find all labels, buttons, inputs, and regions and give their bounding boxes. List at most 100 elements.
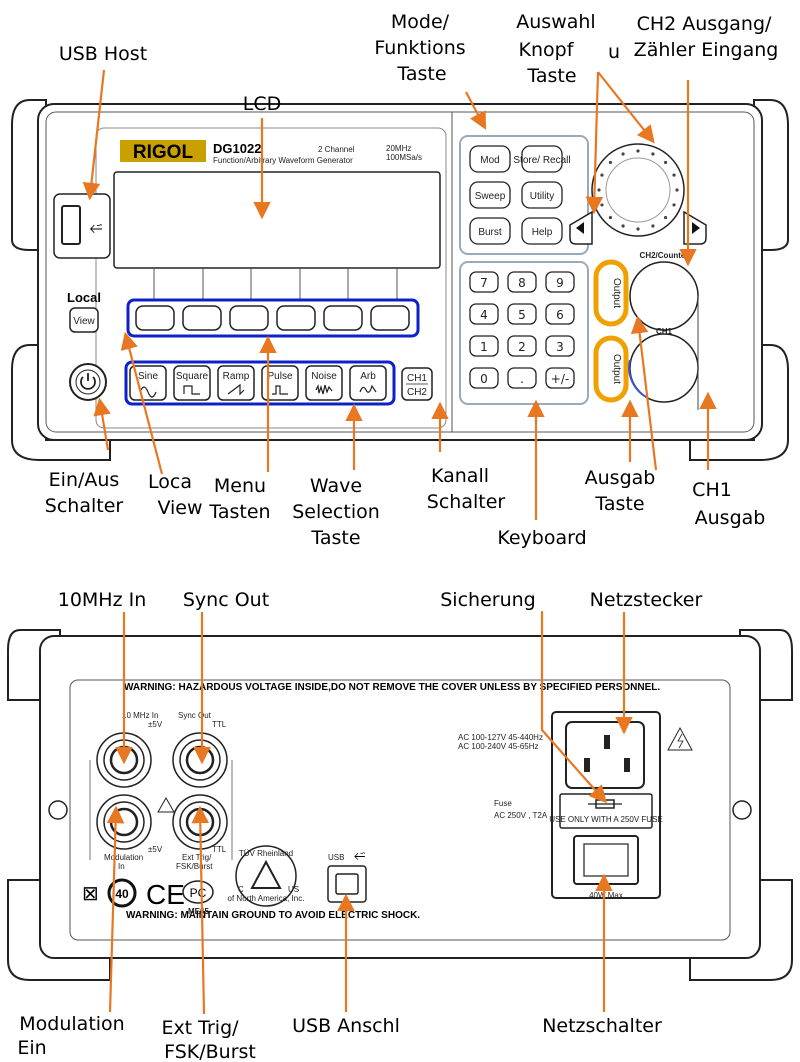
view-button[interactable]	[69, 307, 99, 333]
numpad-key-label: 9	[556, 276, 564, 290]
ac-rating-2: AC 100-240V 45-65Hz	[458, 742, 539, 751]
function-key-help[interactable]	[521, 217, 563, 245]
ch1-label: CH1	[656, 327, 673, 336]
numpad-key[interactable]	[507, 367, 537, 389]
knob-tick	[651, 152, 655, 156]
wave-key-arb[interactable]	[349, 365, 387, 401]
callout-ext-trig-1: Ext Trig/	[161, 1017, 239, 1039]
callout-local-2: View	[157, 497, 202, 519]
channels-label: 2 Channel	[318, 145, 355, 154]
ch2-counter-connector[interactable]	[629, 261, 699, 331]
numpad-key[interactable]	[507, 271, 537, 293]
port-mod-label-2: In	[118, 862, 125, 871]
callout-ch2-2: Zähler Eingang	[634, 39, 779, 61]
callout-10mhz-in: 10MHz In	[58, 589, 147, 611]
numpad-key-label: 3	[556, 340, 564, 354]
numpad-key[interactable]	[545, 303, 575, 325]
wave-keys-highlight	[124, 360, 396, 406]
wave-key-noise[interactable]	[305, 365, 343, 401]
knob-tick	[651, 224, 655, 228]
ch2-output-label: Output	[611, 278, 622, 308]
front-callout-arrows	[82, 69, 717, 520]
wave-key-pulse[interactable]	[261, 365, 299, 401]
callout-local-1: Loca	[148, 471, 192, 493]
power-inlet[interactable]	[565, 721, 645, 789]
function-key-utility[interactable]	[521, 181, 563, 209]
callout-lcd: LCD	[243, 93, 281, 115]
certification-marks: ⊠ 40 CE PC ME65 TÜV Rheinland of North A…	[82, 845, 304, 916]
menu-softkey-4[interactable]	[276, 305, 316, 331]
ch2-output-button[interactable]	[593, 259, 629, 327]
wave-key-ramp[interactable]	[217, 365, 255, 401]
port-mod-label-1: Modulation	[104, 853, 143, 862]
callout-kanal-2: Schalter	[427, 491, 506, 513]
bnc-sync-out-core	[185, 745, 215, 775]
function-key-mod[interactable]	[469, 145, 511, 173]
callout-usb-anschl: USB Anschl	[292, 1015, 400, 1037]
callout-modulation-2: Ein	[17, 1037, 46, 1059]
numpad-key[interactable]	[469, 335, 499, 357]
function-key-storerecall[interactable]	[521, 145, 563, 173]
warning-bottom: WARNING: MAINTAIN GROUND TO AVOID ELECTR…	[126, 910, 420, 921]
knob-tick	[621, 224, 625, 228]
numpad-key[interactable]	[507, 335, 537, 357]
callout-ausgab-2: Taste	[594, 493, 644, 515]
numpad-key[interactable]	[469, 271, 499, 293]
menu-softkey-2[interactable]	[182, 305, 222, 331]
sine-wave-icon	[139, 386, 157, 398]
menu-softkey-3[interactable]	[229, 305, 269, 331]
channel-switch-ch1: CH1	[407, 373, 427, 384]
numpad-key-label: 7	[480, 276, 488, 290]
function-key-burst[interactable]	[469, 217, 511, 245]
wave-key-sine[interactable]	[129, 365, 167, 401]
callout-mode-2: Funktions	[374, 37, 465, 59]
callout-menu-2: Tasten	[208, 501, 270, 523]
function-key-sweep[interactable]	[469, 181, 511, 209]
spec-line-2: 100MSa/s	[386, 153, 422, 162]
weee-bin-icon: ⊠	[82, 883, 99, 905]
callout-auswahl-1: Auswahl	[516, 11, 595, 33]
numpad-key[interactable]	[469, 303, 499, 325]
callout-power-1: Ein/Aus	[49, 469, 120, 491]
callout-netzschalter: Netzschalter	[542, 1015, 662, 1037]
callout-mode-3: Taste	[396, 63, 446, 85]
callout-menu-1: Menu	[214, 475, 266, 497]
numpad-key[interactable]	[507, 303, 537, 325]
wave-key-label: Ramp	[223, 371, 250, 382]
port-10mhz-label: 10 MHz In	[122, 711, 158, 720]
arrow-left-icon	[576, 222, 584, 234]
knob-tick	[636, 149, 640, 153]
ch2-counter-label: CH2/Counter	[640, 251, 689, 260]
callout-auswahl-2: Knopf	[519, 39, 575, 61]
port-ext-label-1: Ext Trig/	[182, 853, 212, 862]
noise-wave-icon	[315, 384, 333, 395]
numpad-key-label: 5	[518, 308, 526, 322]
callout-kanal-1: Kanall	[431, 465, 489, 487]
callout-netzstecker: Netzstecker	[590, 589, 703, 611]
max-power-label: 40W Max	[589, 891, 623, 900]
callout-auswahl-3: Taste	[526, 65, 576, 87]
menu-softkey-5[interactable]	[323, 305, 363, 331]
port-sync-label: Sync Out	[178, 711, 212, 720]
numpad-key[interactable]	[469, 367, 499, 389]
function-key-label: Mod	[480, 155, 499, 166]
port-10mhz-rating: ±5V	[148, 720, 163, 729]
numpad-key-label: 4	[480, 308, 488, 322]
callout-keyboard: Keyboard	[497, 527, 586, 549]
numpad-key[interactable]	[545, 335, 575, 357]
menu-softkey-6[interactable]	[370, 305, 410, 331]
numpad-key-label: 0	[480, 372, 488, 386]
tuv-label-1: TÜV Rheinland	[239, 849, 293, 858]
function-keys-panel	[459, 135, 589, 255]
knob-tick	[672, 203, 676, 207]
numpad-key[interactable]	[545, 367, 575, 389]
numpad-key[interactable]	[545, 271, 575, 293]
callout-ch2-1: CH2 Ausgang/	[637, 13, 772, 35]
port-mod-rating: ±5V	[148, 845, 163, 854]
ch1-output-button[interactable]	[593, 335, 629, 403]
model-label: DG1022	[213, 141, 261, 156]
tuv-us-mark: US	[288, 885, 299, 894]
wave-key-square[interactable]	[173, 365, 211, 401]
brand-logo: RIGOL	[133, 142, 194, 163]
menu-softkey-1[interactable]	[135, 305, 175, 331]
